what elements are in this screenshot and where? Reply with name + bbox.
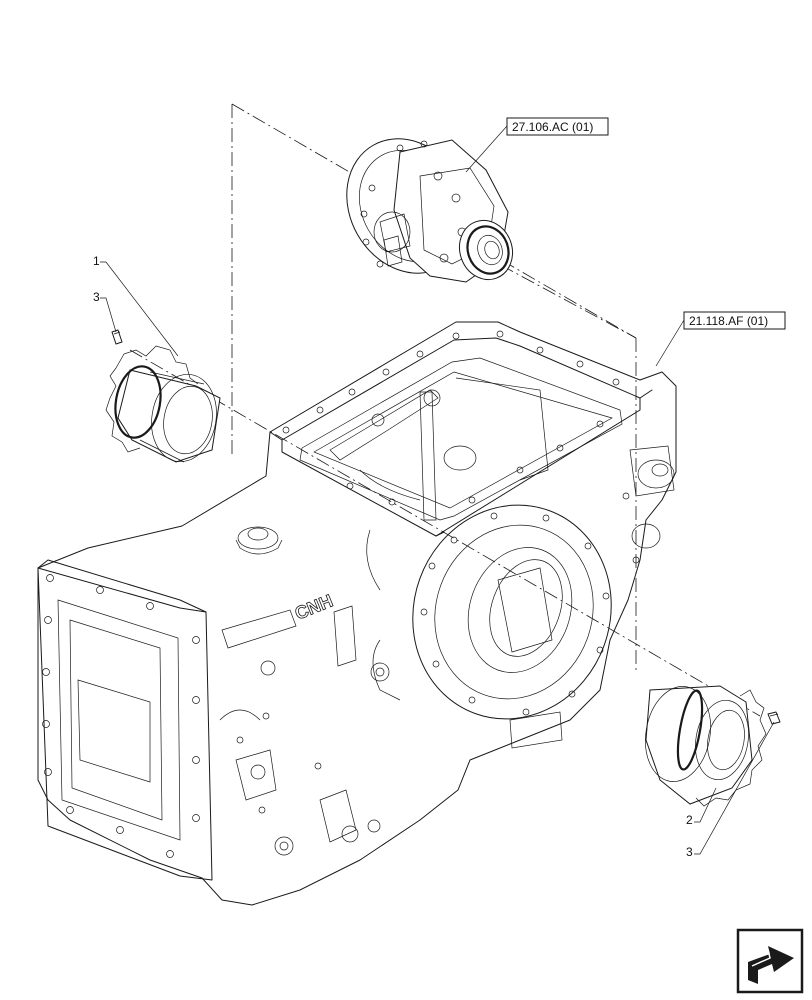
- callout-3-right: 3: [686, 721, 775, 859]
- reference-housing[interactable]: 21.118.AF (01): [683, 311, 786, 330]
- next-page-arrow-icon[interactable]: [736, 928, 804, 994]
- callout-1-left: 1: [93, 254, 179, 357]
- callout-2-right: 2: [686, 787, 717, 827]
- callout-number: 3: [686, 845, 693, 859]
- differential-assembly: [346, 138, 513, 283]
- top-bolt-holes: [282, 330, 620, 506]
- reference-differential[interactable]: 27.106.AC (01): [506, 117, 609, 136]
- side-bearing-bolt-holes: [420, 512, 610, 716]
- assembly-center-lines: [129, 103, 761, 717]
- rear-flange-bolt-holes: [42, 574, 200, 858]
- housing-logo: CNH: [292, 591, 336, 624]
- left-bearing-adjuster: [105, 329, 221, 463]
- reference-differential-label: 27.106.AC (01): [512, 120, 593, 134]
- callout-3-left: 3: [93, 290, 117, 333]
- right-bearing-adjuster: [645, 685, 781, 807]
- callout-number: 3: [93, 290, 100, 304]
- callout-number: 2: [686, 813, 693, 827]
- reference-housing-label: 21.118.AF (01): [689, 314, 768, 328]
- callout-number: 1: [93, 254, 100, 268]
